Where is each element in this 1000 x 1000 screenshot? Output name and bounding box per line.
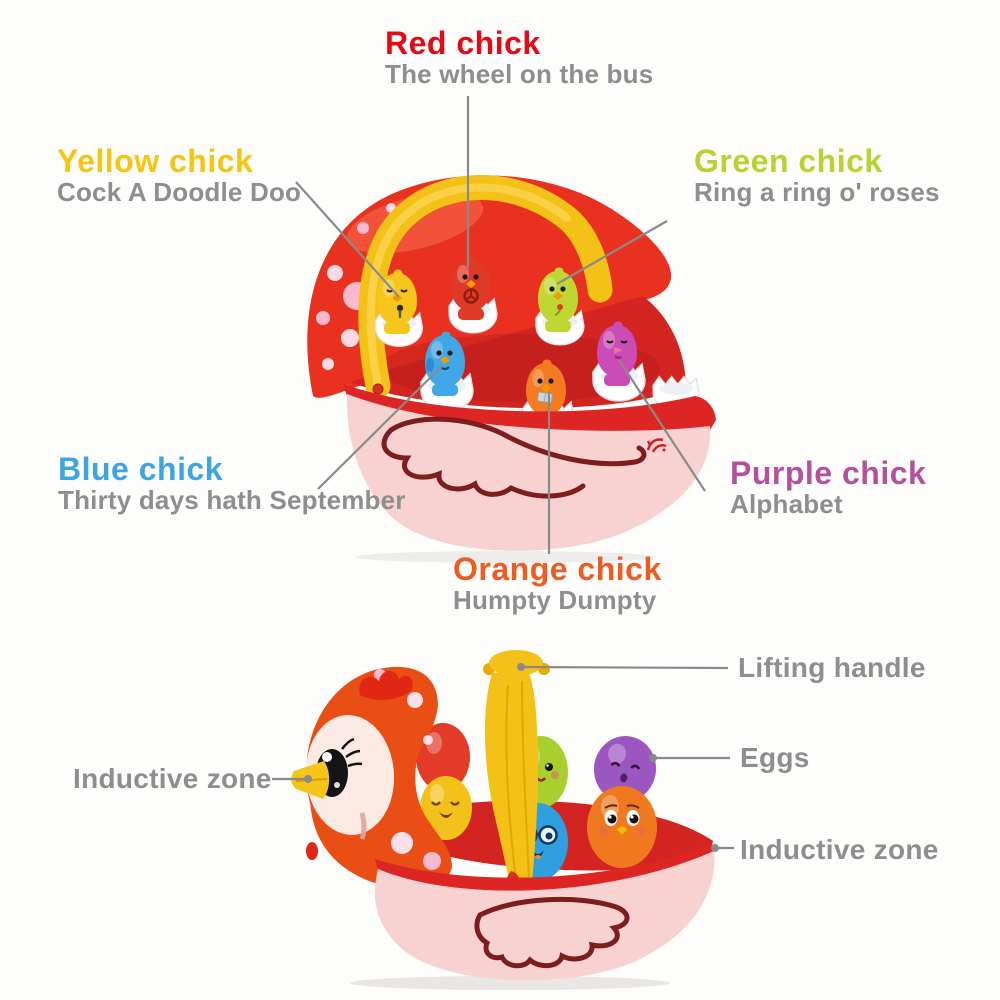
- beak: [440, 356, 450, 364]
- hull-wing-outline: [474, 896, 630, 969]
- beak: [541, 384, 551, 392]
- hen-boat-toy-image: [291, 650, 715, 990]
- green-chick-song: Ring a ring o' roses: [694, 177, 940, 207]
- purple-egg-figure: [593, 736, 657, 802]
- orange-chick-title: Orange chick: [453, 551, 662, 587]
- purple-chick-figure: [597, 321, 637, 386]
- open-beak: [614, 347, 623, 354]
- orange-chick-song: Humpty Dumpty: [453, 585, 657, 615]
- book-icon: [537, 391, 553, 404]
- basket-shadow: [355, 551, 655, 563]
- blue-chick-title: Blue chick: [58, 451, 224, 487]
- winking-eyes: [606, 340, 628, 344]
- green-chick-title: Green chick: [694, 143, 883, 179]
- yellow-egg-figure: [420, 776, 472, 840]
- open-beak: [532, 850, 544, 858]
- orange-chick-callout: Orange chick Humpty Dumpty: [453, 552, 662, 615]
- wing: [426, 358, 434, 372]
- happy-eyes: [610, 761, 641, 770]
- mouth: [439, 812, 453, 818]
- red-chick-song: The wheel on the bus: [385, 59, 654, 89]
- inductive-zone-right-label: Inductive zone: [740, 834, 939, 865]
- hen-comb: [359, 670, 413, 700]
- eyebrows: [604, 804, 640, 809]
- purple-chick-callout: Purple chick Alphabet: [730, 456, 926, 519]
- blue-chick-callout: Blue chick Thirty days hath September: [58, 452, 406, 515]
- beak: [553, 292, 563, 300]
- eggs-label: Eggs: [740, 742, 810, 773]
- eyelashes: [341, 737, 363, 768]
- red-chick-figure: [451, 255, 491, 320]
- hen-head: [291, 666, 452, 887]
- beak: [615, 825, 629, 836]
- green-chick-callout: Green chick Ring a ring o' roses: [694, 144, 940, 207]
- laughing-eyes: [431, 801, 460, 806]
- hen-face: [305, 715, 395, 835]
- sparkly-eyes: [604, 810, 640, 826]
- yellow-chick-title: Yellow chick: [57, 143, 254, 179]
- inductive-zone-left-label: Inductive zone: [73, 763, 272, 794]
- boat-shadow: [350, 976, 670, 990]
- red-chick-callout: Red chick The wheel on the bus: [385, 26, 653, 89]
- lifting-handle-figure: [483, 650, 550, 889]
- lifting-handle-label: Lifting handle: [738, 652, 926, 683]
- orange-egg-figure: [587, 786, 657, 868]
- hood-polka-dots: [374, 669, 441, 870]
- blue-chick-song: Thirty days hath September: [58, 485, 406, 515]
- yellow-chick-callout: Yellow chick Cock A Doodle Doo: [57, 144, 301, 207]
- flower-icon: [557, 304, 563, 310]
- microphone-icon: [396, 304, 404, 312]
- yellow-chick-song: Cock A Doodle Doo: [57, 177, 302, 207]
- boat-hull: [374, 851, 715, 981]
- purple-chick-title: Purple chick: [730, 455, 927, 491]
- purple-chick-song: Alphabet: [730, 489, 843, 519]
- red-chick-title: Red chick: [385, 25, 541, 61]
- beak: [466, 280, 476, 288]
- handle-rivet: [372, 383, 384, 395]
- steering-wheel-icon: [463, 288, 479, 304]
- cheek-blush: [359, 812, 367, 840]
- mouth: [620, 773, 628, 783]
- handle-knob: [489, 650, 543, 676]
- hen-wattle: [306, 842, 318, 860]
